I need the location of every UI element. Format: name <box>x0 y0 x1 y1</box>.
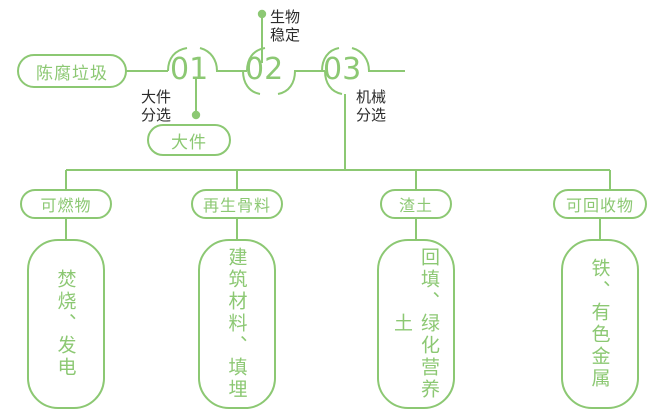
node-01-right-arc <box>199 47 247 72</box>
stage-number-03: 03 <box>323 52 362 87</box>
category-pill-label-3: 渣土 <box>398 196 433 215</box>
branch-02-dot <box>257 9 267 19</box>
stage-02-process-line2: 稳定 <box>270 26 301 45</box>
node-01-left-hook <box>167 47 188 72</box>
bulky-pill-outline <box>147 124 231 156</box>
stage-03-process-label: 机械 分选 <box>356 88 416 125</box>
detail-box-1-outline <box>27 239 105 409</box>
branch-01-dot <box>191 110 201 120</box>
node-03-right-arc <box>351 47 405 72</box>
node-02-right-arc <box>277 70 325 95</box>
stage-01-process-line1: 大件 <box>140 88 171 106</box>
stage-number-01: 01 <box>170 52 209 87</box>
detail-box-label-2: 建筑材料、填埋 <box>225 247 248 401</box>
node-03-left-hook <box>321 47 340 72</box>
detail-box-2-outline <box>198 239 276 409</box>
source-pill-label: 陈腐垃圾 <box>36 63 108 84</box>
detail-box-4-outline <box>561 239 639 409</box>
stage-03-process-line1: 机械 <box>356 88 387 106</box>
stage-03-process-line2: 分选 <box>356 106 387 125</box>
stage-02-process-label: 生物 稳定 <box>270 8 330 45</box>
stage-02-process-line1: 生物 <box>270 8 301 26</box>
bulky-output-pill-label: 大件 <box>171 132 207 153</box>
detail-box-3-outline <box>377 239 455 409</box>
category-pill-label-1: 可燃物 <box>40 196 92 215</box>
detail-box-label-3: 回填、绿化营养土 <box>391 247 440 401</box>
stage-01-process-label: 大件 分选 <box>126 88 186 125</box>
category-pill-label-4: 可回收物 <box>565 196 634 215</box>
category-pill-label-2: 再生骨料 <box>202 196 271 215</box>
detail-box-label-4: 铁、有色金属 <box>588 258 611 390</box>
detail-box-label-1: 焚烧、发电 <box>54 269 77 379</box>
node-02-left-hook <box>242 70 261 95</box>
stage-number-02: 02 <box>245 52 284 87</box>
connector-02-to-03 <box>324 70 343 95</box>
stage-01-process-line2: 分选 <box>140 106 171 125</box>
